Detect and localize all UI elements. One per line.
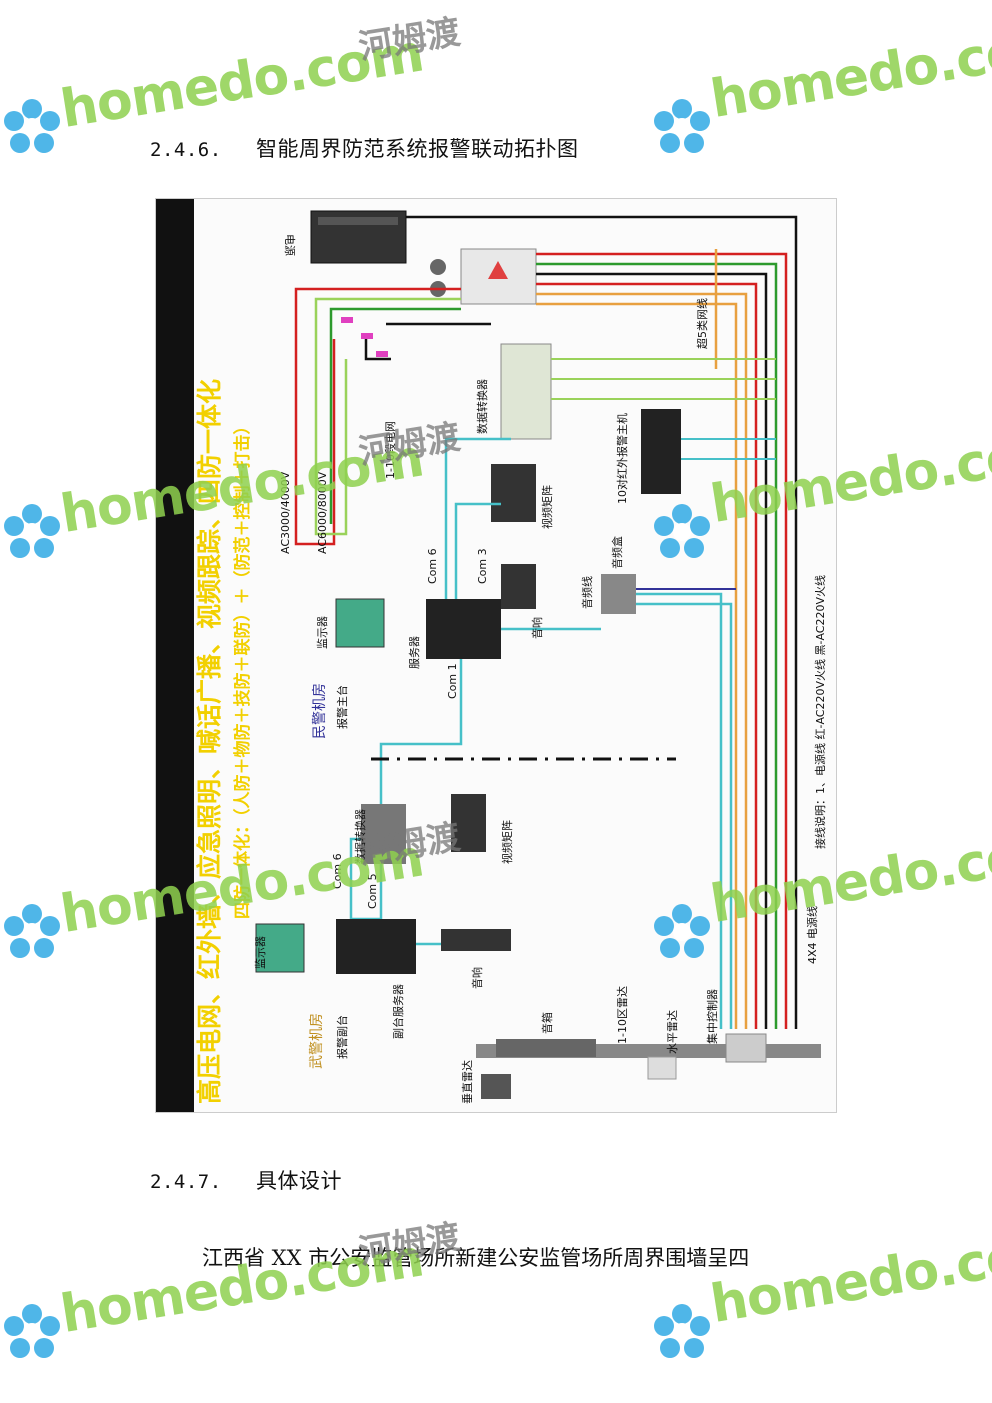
label-monitor-bottom: 监示器 [254, 936, 267, 969]
speaker-bottom [441, 929, 511, 951]
label-wiring-note: 接线说明：1、电源线 红-AC220V火线 黑-AC220V火线 [813, 575, 827, 849]
label-video-matrix-top: 视频矩阵 [540, 485, 554, 529]
label-ir-host: 10对红外报警主机 [615, 413, 629, 504]
label-ac3000: AC3000/4000V [279, 471, 292, 554]
warning-icon [488, 261, 508, 279]
flower-logo-icon [4, 904, 60, 958]
flower-logo-icon [4, 99, 60, 153]
label-zone-radar: 1-10区雷达 [616, 986, 629, 1044]
label-com5: Com 5 [366, 873, 379, 909]
horizontal-radar-unit [647, 1056, 677, 1080]
signal-lines [351, 437, 733, 1029]
label-armed-room: 武警机房 [309, 1013, 325, 1069]
label-video-matrix-bottom: 视频矩阵 [500, 820, 514, 864]
server-top [426, 599, 501, 659]
flower-logo-icon [4, 1304, 60, 1358]
audio-box [601, 574, 636, 614]
topology-diagram: 高压电网、红外墙、应急照明、喊话广播、视频跟踪、四防一体化 四防一体化：（人防＋… [155, 198, 837, 1113]
label-speaker-bottom: 音响 [470, 967, 484, 989]
monitor-bottom [255, 923, 305, 973]
label-sub-server: 副台服务器 [391, 984, 405, 1039]
label-power-cable: 4X4 电源线 [805, 906, 819, 964]
label-alarm-main: 报警主台 [335, 685, 349, 729]
video-matrix-bottom [451, 794, 486, 852]
section-title: 具体设计 [256, 1169, 342, 1193]
label-vertical-radar: 垂直雷达 [460, 1060, 474, 1104]
power-bus [406, 215, 798, 1029]
label-com6-top: Com 6 [426, 548, 439, 584]
label-monitor-top: 监示器 [316, 616, 329, 649]
section-number: 2.4.7. [150, 1171, 222, 1193]
banner-sub-group: 四防一体化：（人防＋物防＋技防＋联防）＋（防范＋控制＋打击） [232, 418, 253, 920]
watermark-cn: 河姆渡 [356, 12, 464, 68]
label-audio-line: 音频线 [580, 576, 594, 609]
ir-alarm-host [641, 409, 681, 494]
monitor-top [335, 598, 385, 648]
label-electric-fence: 1-10段电网 [383, 421, 397, 479]
label-ac6000: AC6000/8000V [316, 471, 329, 554]
label-server: 服务器 [408, 636, 421, 669]
banner-main: 高压电网、红外墙、应急照明、喊话广播、视频跟踪、四防一体化 [195, 379, 224, 1104]
label-horizontal-radar: 水平雷达 [666, 1010, 679, 1054]
data-converter-top [500, 343, 552, 440]
watermark-text: homedo.com [706, 1218, 992, 1335]
label-com6-bottom: Com 6 [331, 853, 344, 889]
label-central-controller: 集中控制器 [705, 989, 719, 1044]
flower-logo-icon [654, 99, 710, 153]
topology-diagram-svg: 高压电网、红外墙、应急照明、喊话广播、视频跟踪、四防一体化 四防一体化：（人防＋… [156, 199, 827, 1112]
label-com1: Com 1 [446, 663, 459, 699]
section-heading-2-4-6: 2.4.6. 智能周界防范系统报警联动拓扑图 [150, 133, 579, 163]
flower-logo-icon [654, 1304, 710, 1358]
data-converter-bottom [361, 804, 406, 864]
label-data-converter-top: 数据转换器 [475, 379, 489, 434]
left-stripe [156, 199, 194, 1112]
central-controller-unit [725, 1033, 767, 1063]
section-heading-2-4-7: 2.4.7. 具体设计 [150, 1165, 342, 1195]
label-com3: Com 3 [476, 548, 489, 584]
label-audio-box: 音频盒 [610, 536, 624, 569]
watermark-text: homedo.com [56, 23, 428, 141]
vertical-radar-unit [481, 1074, 511, 1099]
label-data-converter-bottom: 数据转换器 [353, 809, 367, 864]
section-title: 智能周界防范系统报警联动拓扑图 [256, 137, 579, 161]
body-paragraph: 江西省 XX 市公安监管场所新建公安监管场所周界围墙呈四 [202, 1246, 750, 1270]
section-number: 2.4.6. [150, 139, 222, 161]
video-matrix-top [491, 464, 536, 522]
sub-server [336, 919, 416, 974]
label-police-room: 民警机房 [312, 683, 328, 739]
label-power: 电源 [283, 234, 297, 256]
banner-sub: 四防一体化：（人防＋物防＋技防＋联防）＋（防范＋控制＋打击） [232, 418, 253, 920]
label-speaker-top: 音响 [530, 617, 544, 639]
flower-logo-icon [4, 504, 60, 558]
label-horn: 音箱 [540, 1012, 554, 1034]
speaker-top [501, 564, 536, 609]
horn-box [496, 1039, 596, 1057]
watermark-text: homedo.com [706, 13, 992, 131]
banner-main-group: 高压电网、红外墙、应急照明、喊话广播、视频跟踪、四防一体化 [195, 379, 224, 1104]
label-alarm-sub: 报警副台 [335, 1015, 349, 1059]
label-cat5: 超5类网线 [695, 298, 709, 349]
